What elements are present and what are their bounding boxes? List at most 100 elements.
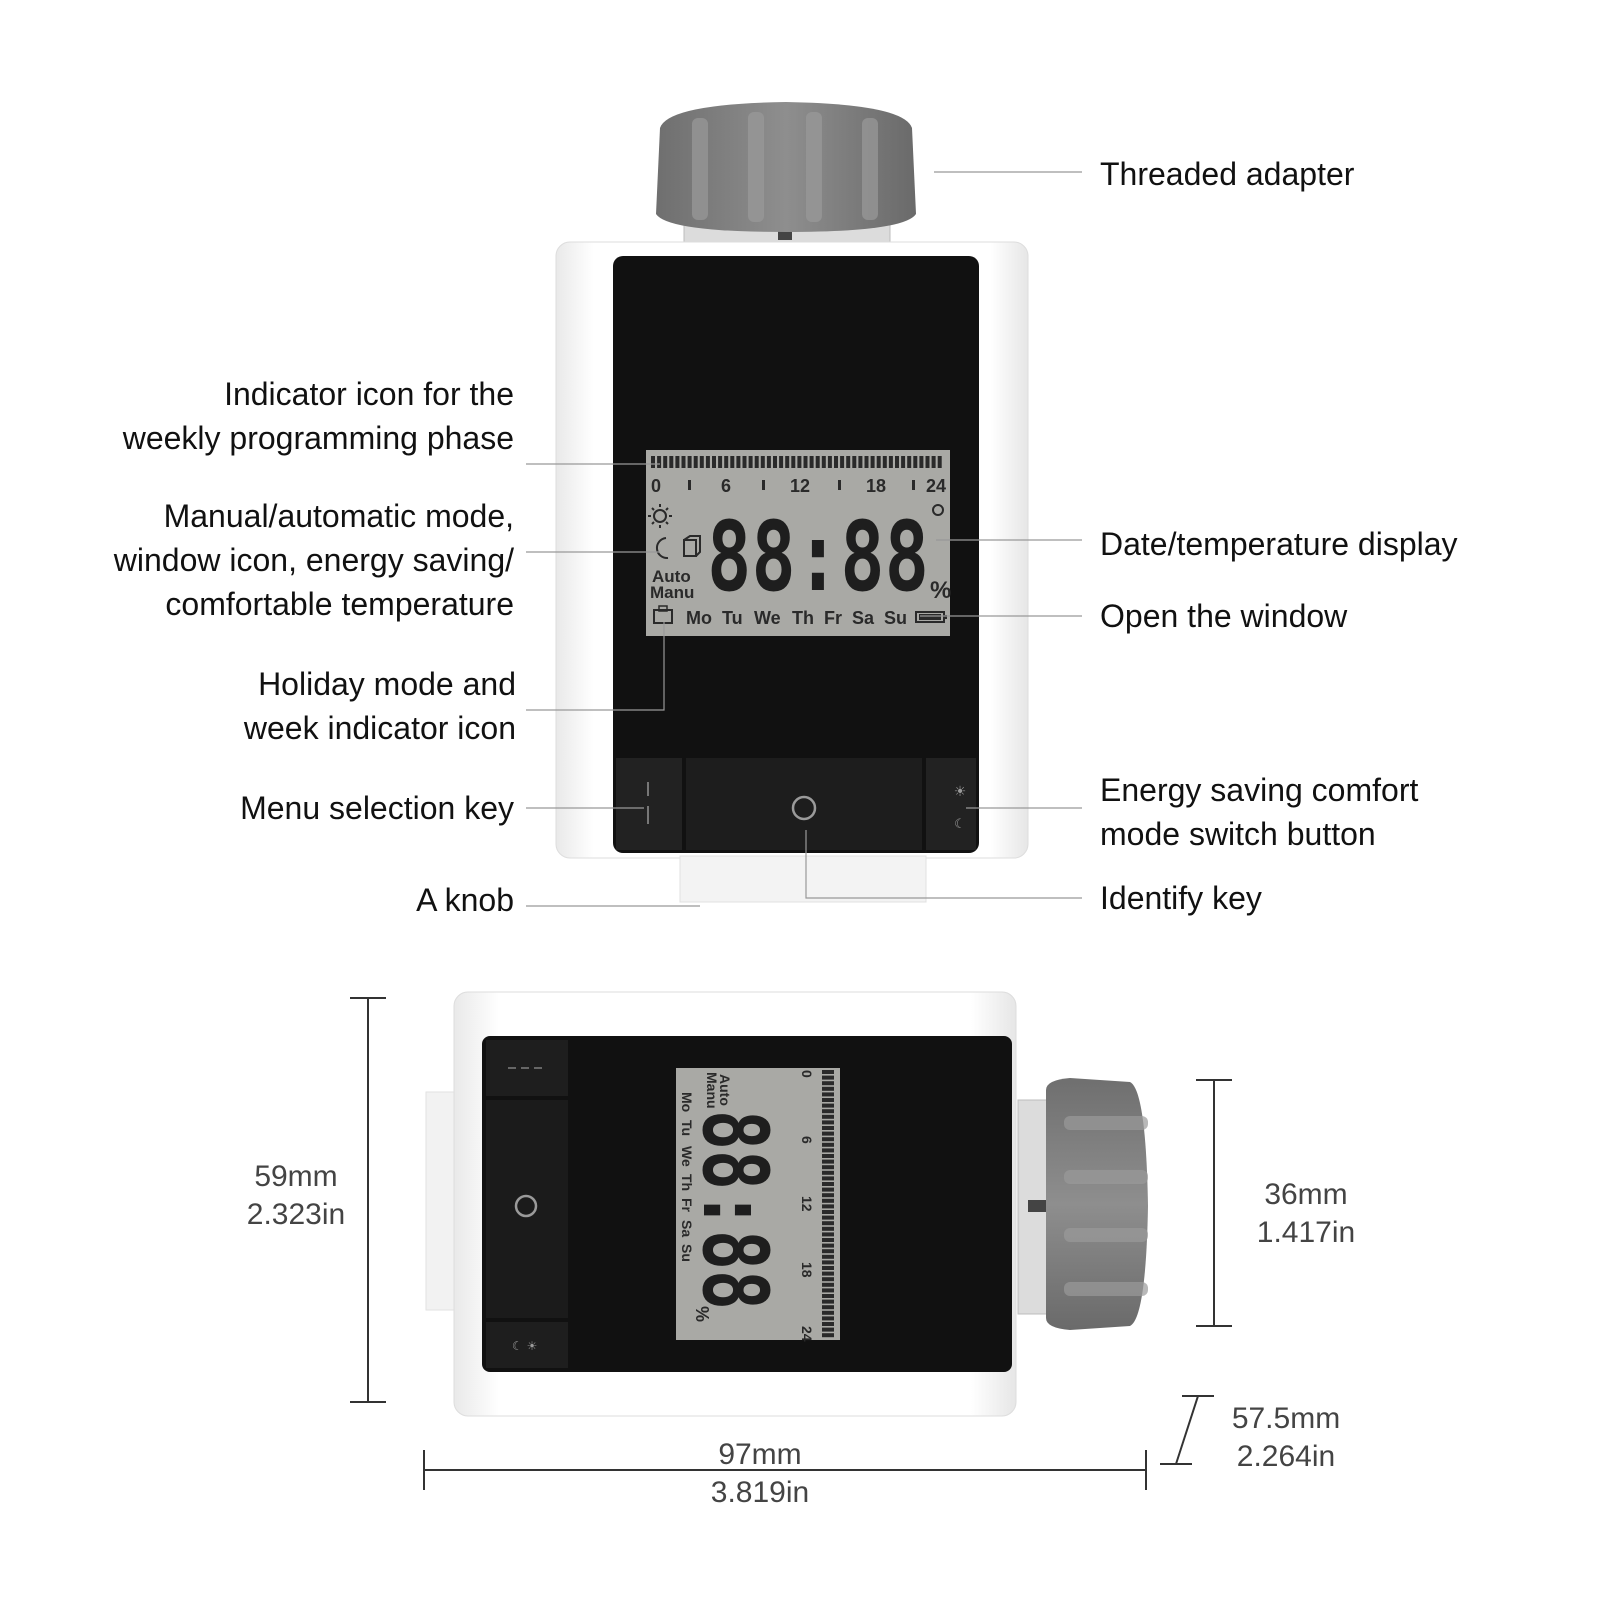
mode-manu-label: Manu xyxy=(650,583,694,602)
program-segment xyxy=(822,1176,834,1181)
program-segment xyxy=(822,1086,834,1091)
window-icon xyxy=(683,535,701,557)
program-segment xyxy=(919,456,924,468)
program-segment xyxy=(822,1098,834,1102)
weekday-fr: Fr xyxy=(824,608,842,628)
label-energy-saving-switch: Energy saving comfort mode switch button xyxy=(1100,768,1418,856)
program-segment xyxy=(693,456,698,468)
program-segment xyxy=(822,1081,834,1086)
program-segment xyxy=(822,1327,834,1332)
dimension-height: 59mm 2.323in xyxy=(226,1158,366,1234)
svg-text:☾ ☀: ☾ ☀ xyxy=(512,1339,537,1353)
side-weekday-sa: Sa xyxy=(679,1220,695,1237)
program-segment xyxy=(822,1114,834,1119)
label-manual-auto: Manual/automatic mode, window icon, ener… xyxy=(114,494,514,626)
label-identify-key: Identify key xyxy=(1100,880,1262,916)
side-weekday-tu: Tu xyxy=(679,1120,695,1136)
lcd-big-digits: 88:88 xyxy=(707,501,929,613)
program-segment xyxy=(852,456,857,468)
label-holiday-week: Holiday mode and week indicator icon xyxy=(244,662,516,750)
label-manual-auto-line3: comfortable temperature xyxy=(165,586,514,622)
scale-tick xyxy=(688,480,691,490)
lcd-scale-label-24: 24 xyxy=(926,476,946,496)
dimension-height-mm: 59mm xyxy=(254,1160,338,1193)
program-segment xyxy=(840,456,845,468)
dimension-adapter-mm: 36mm xyxy=(1264,1178,1348,1211)
program-segment xyxy=(822,1310,834,1315)
dimension-adapter: 36mm 1.417in xyxy=(1226,1176,1386,1252)
program-segment xyxy=(712,456,716,468)
dimension-depth: 57.5mm 2.264in xyxy=(1206,1400,1366,1476)
program-segment xyxy=(822,1271,834,1276)
program-segment xyxy=(822,1187,834,1192)
weekly-program-bar xyxy=(651,456,942,468)
program-segment xyxy=(822,1165,834,1170)
program-segment xyxy=(822,1243,834,1248)
program-segment xyxy=(705,456,710,468)
program-segment xyxy=(822,1215,834,1220)
program-segment xyxy=(822,1294,834,1298)
program-segment xyxy=(925,456,930,468)
label-manual-auto-line2: window icon, energy saving/ xyxy=(113,542,514,578)
side-view-device: ☾ ☀ 0 6 12 18 24 88:88 Auto Manu Mo Tu W… xyxy=(425,991,1148,1417)
program-segment xyxy=(858,456,863,468)
program-segment xyxy=(901,456,906,468)
program-segment xyxy=(870,456,875,468)
menu-selection-key[interactable] xyxy=(616,758,682,850)
program-segment xyxy=(687,456,692,468)
label-a-knob: A knob xyxy=(416,882,514,918)
dimension-lines xyxy=(350,997,1232,1490)
identify-key[interactable] xyxy=(686,758,922,850)
program-segment xyxy=(754,456,759,468)
program-segment xyxy=(822,1305,834,1310)
label-open-window: Open the window xyxy=(1100,598,1348,634)
program-segment xyxy=(748,456,753,468)
scale-tick xyxy=(912,480,915,490)
side-weekday-fr: Fr xyxy=(679,1198,695,1213)
program-segment xyxy=(809,456,814,468)
program-segment xyxy=(822,1238,834,1242)
program-segment xyxy=(675,456,680,468)
dimension-depth-in: 2.264in xyxy=(1236,1440,1336,1473)
suitcase-icon xyxy=(653,605,673,624)
dimension-depth-mm: 57.5mm xyxy=(1231,1402,1341,1435)
energy-comfort-switch-button[interactable] xyxy=(926,758,976,850)
program-segment xyxy=(822,1322,834,1326)
mode-auto-label: Auto xyxy=(652,567,691,586)
side-weekday-th: Th xyxy=(679,1174,695,1191)
program-segment xyxy=(827,456,832,468)
knob xyxy=(679,855,927,903)
program-segment xyxy=(822,1103,834,1108)
side-mode-manu: Manu xyxy=(704,1072,720,1109)
label-date-temperature: Date/temperature display xyxy=(1100,526,1458,562)
program-segment xyxy=(931,456,936,468)
leader-lines xyxy=(526,171,1082,907)
program-segment xyxy=(822,1131,834,1136)
program-segment xyxy=(821,456,826,468)
program-segment xyxy=(699,456,704,468)
program-segment xyxy=(822,1148,834,1153)
program-segment xyxy=(822,1204,834,1209)
label-holiday-week-line1: Holiday mode and xyxy=(258,666,516,702)
program-segment xyxy=(907,456,912,468)
program-segment xyxy=(895,456,899,468)
program-segment xyxy=(773,456,777,468)
sun-small-icon: ☀ xyxy=(954,784,967,800)
program-segment xyxy=(760,456,765,468)
label-energy-saving-switch-line1: Energy saving comfort xyxy=(1100,772,1419,808)
weekday-we: We xyxy=(754,608,781,628)
program-segment xyxy=(822,1266,834,1270)
label-energy-saving-switch-line2: mode switch button xyxy=(1100,816,1376,852)
program-segment xyxy=(822,1221,834,1226)
moon-icon xyxy=(656,537,669,560)
program-segment xyxy=(779,456,784,468)
program-segment xyxy=(822,1193,834,1198)
program-segment xyxy=(797,456,802,468)
program-segment xyxy=(888,456,893,468)
program-segment xyxy=(669,456,674,468)
label-indicator-weekly-line2: weekly programming phase xyxy=(122,420,514,456)
scale-tick xyxy=(838,480,841,490)
label-menu-selection: Menu selection key xyxy=(240,790,514,826)
circle-button-icon xyxy=(791,795,817,821)
